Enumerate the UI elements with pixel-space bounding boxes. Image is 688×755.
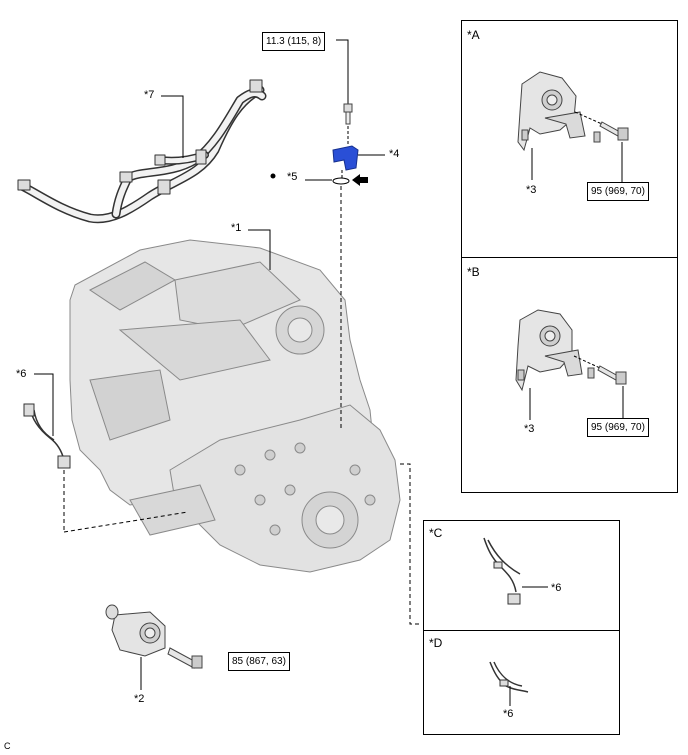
panel-d [423,630,620,735]
label-part-6-d: *6 [503,708,514,720]
engine-mount-bottom [105,604,203,669]
label-part-1: *1 [231,222,242,234]
label-part-3-b: *3 [524,423,535,435]
label-part-3-a: *3 [526,184,537,196]
engine-assembly [69,239,401,573]
panel-b-tag: *B [467,265,480,279]
panel-d-harness [489,661,529,693]
panel-a [461,20,678,258]
label-part-5: *5 [287,171,298,183]
panel-d-tag: *D [429,636,443,650]
panel-a-tag: *A [467,28,480,42]
leader-6-main [34,373,54,436]
corner-code: C [4,741,11,751]
leader-7 [161,95,184,158]
panel-c [423,520,620,631]
torque-mount-a: 95 (969, 70) [587,182,649,201]
o-ring [332,177,350,185]
label-part-6-c: *6 [551,582,562,594]
torque-mount-bottom: 85 (867, 63) [228,652,290,671]
label-part-2: *2 [134,693,145,705]
leader-1 [248,229,271,270]
panel-c-harness [483,537,521,605]
bracket-highlighted [332,145,359,171]
panel-c-tag: *C [429,526,443,540]
label-part-4: *4 [389,148,400,160]
label-part-7: *7 [144,89,155,101]
label-part-6-main: *6 [16,368,27,380]
panel-b [461,257,678,493]
sensor-harness-left [23,403,71,469]
torque-bolt-top: 11.3 (115, 8) [262,32,326,51]
leader-bolt-torque [336,39,349,108]
bullet-dot-icon [270,173,276,179]
torque-mount-b: 95 (969, 70) [587,418,649,437]
top-bolt [343,103,353,125]
panel-b-bolt [597,365,627,385]
arrow-left-icon [352,174,368,186]
panel-b-mount [515,309,595,392]
hose-assembly [17,79,267,224]
dash-to-panel-c [400,463,422,625]
panel-a-mount [517,71,601,152]
panel-a-bolt [599,121,629,141]
